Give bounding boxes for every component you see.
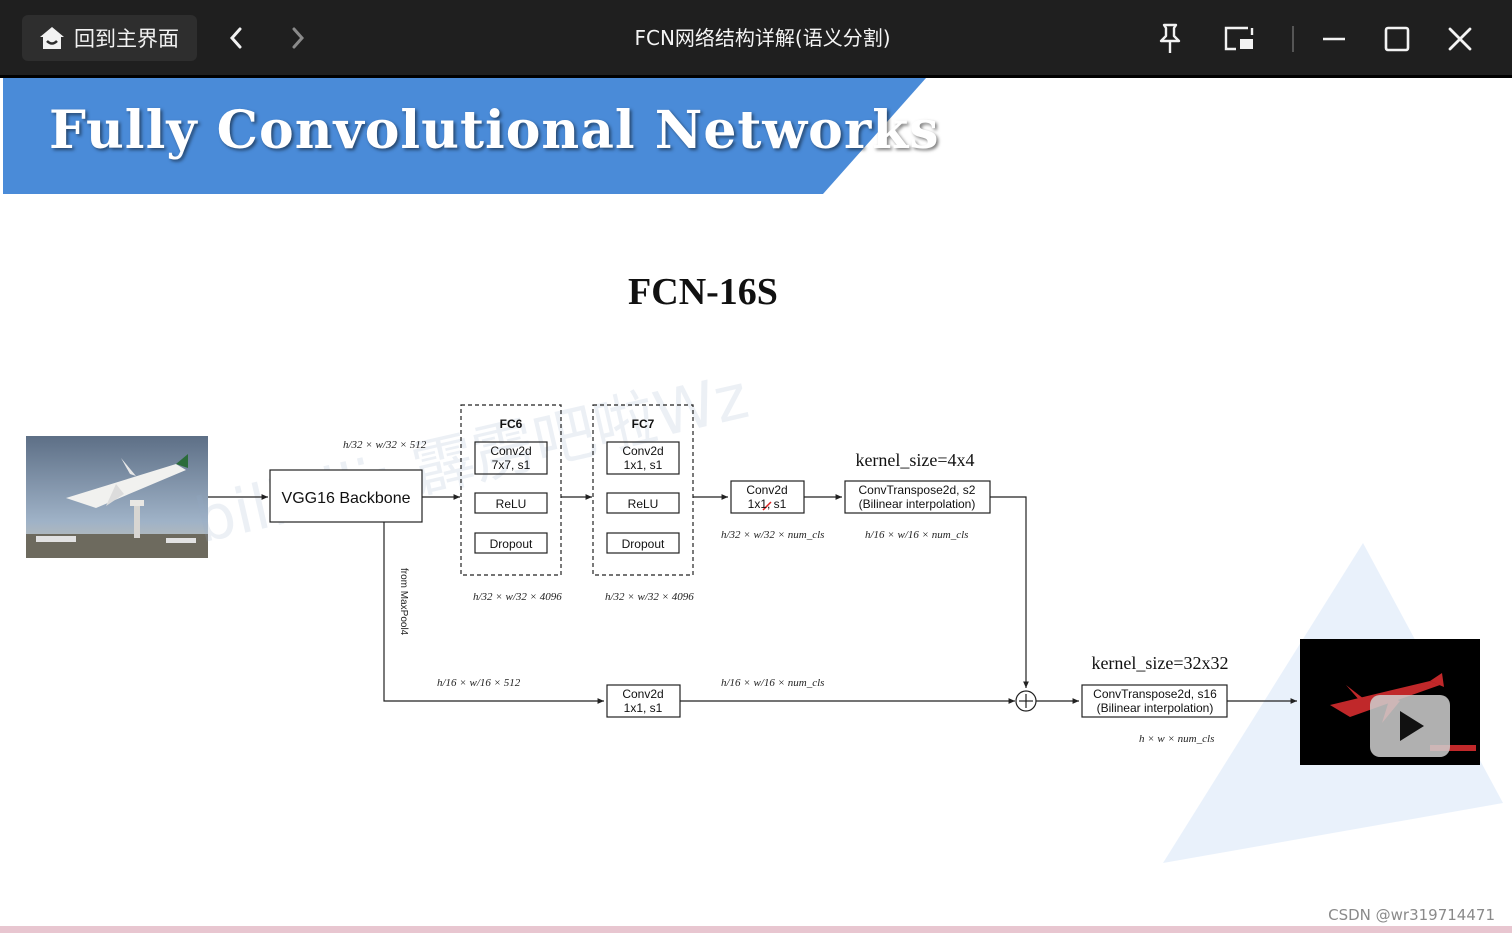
fcn16s-diagram: VGG16 Backbone FC6 Conv2d 7x7, s1 ReLU D… bbox=[208, 404, 1297, 745]
score-conv-out-dims: h/32 × w/32 × num_cls bbox=[721, 529, 824, 541]
backbone-out-dims: h/32 × w/32 × 512 bbox=[343, 439, 427, 451]
up2-kernel: kernel_size=4x4 bbox=[855, 450, 974, 470]
picture-in-picture-icon bbox=[1224, 26, 1254, 51]
window-title: FCN网络结构详解(语义分割) bbox=[634, 26, 891, 50]
maximize-button[interactable] bbox=[1376, 18, 1418, 60]
slide-title: FCN-16S bbox=[628, 271, 778, 313]
pool4-label: from MaxPool4 bbox=[398, 568, 409, 636]
fc6-dropout: Dropout bbox=[490, 537, 533, 551]
title-banner bbox=[3, 78, 926, 194]
fc7-conv-line1: Conv2d bbox=[622, 444, 663, 458]
pool4-dims: h/16 × w/16 × 512 bbox=[437, 677, 521, 689]
csdn-watermark: CSDN @wr319714471 bbox=[1328, 906, 1495, 924]
home-icon bbox=[40, 27, 64, 49]
up2-line2: (Bilinear interpolation) bbox=[859, 497, 976, 511]
forward-button[interactable] bbox=[278, 18, 318, 58]
fc7-dropout: Dropout bbox=[622, 537, 665, 551]
fc7-out-dims: h/32 × w/32 × 4096 bbox=[605, 591, 694, 603]
bottom-strip bbox=[0, 926, 1512, 933]
fc7-conv-line2: 1x1, s1 bbox=[624, 458, 663, 472]
fc7-relu: ReLU bbox=[628, 497, 659, 511]
fc6-conv-line1: Conv2d bbox=[490, 444, 531, 458]
output-segmentation-image[interactable] bbox=[1300, 639, 1480, 765]
banner-title: Fully Convolutional Networks bbox=[49, 100, 940, 161]
backbone-label: VGG16 Backbone bbox=[282, 490, 411, 507]
score-conv-line2: 1x1, s1 bbox=[748, 497, 787, 511]
pip-button[interactable] bbox=[1218, 18, 1260, 60]
pool4-conv-line2: 1x1, s1 bbox=[624, 701, 663, 715]
maximize-icon bbox=[1384, 26, 1410, 52]
pin-icon bbox=[1159, 23, 1181, 53]
minimize-button[interactable] bbox=[1313, 18, 1355, 60]
window-titlebar: 回到主界面 FCN网络结构详解(语义分割) bbox=[0, 0, 1512, 78]
titlebar-separator bbox=[1292, 26, 1294, 52]
fc6-title: FC6 bbox=[500, 417, 523, 431]
up16-line2: (Bilinear interpolation) bbox=[1097, 701, 1214, 715]
input-airplane-image bbox=[26, 436, 208, 558]
play-icon bbox=[1400, 711, 1424, 741]
home-button-label: 回到主界面 bbox=[74, 27, 179, 51]
close-button[interactable] bbox=[1439, 18, 1481, 60]
chevron-right-icon bbox=[292, 27, 305, 49]
back-button[interactable] bbox=[216, 18, 256, 58]
pool4-conv-line1: Conv2d bbox=[622, 687, 663, 701]
fc6-conv-line2: 7x7, s1 bbox=[492, 458, 531, 472]
fc6-out-dims: h/32 × w/32 × 4096 bbox=[473, 591, 562, 603]
score-conv-line1: Conv2d bbox=[746, 483, 787, 497]
up16-line1: ConvTranspose2d, s16 bbox=[1093, 687, 1217, 701]
minimize-icon bbox=[1323, 37, 1345, 41]
fc6-relu: ReLU bbox=[496, 497, 527, 511]
home-button[interactable]: 回到主界面 bbox=[22, 15, 197, 61]
video-content[interactable]: Fully Convolutional Networks FCN-16S bbox=[3, 78, 1509, 926]
chevron-left-icon bbox=[229, 27, 242, 49]
pool4-conv-out-dims: h/16 × w/16 × num_cls bbox=[721, 677, 824, 689]
up2-line1: ConvTranspose2d, s2 bbox=[859, 483, 976, 497]
up2-out-dims: h/16 × w/16 × num_cls bbox=[865, 529, 968, 541]
up16-kernel: kernel_size=32x32 bbox=[1091, 653, 1228, 673]
close-icon bbox=[1448, 27, 1472, 51]
fc7-title: FC7 bbox=[632, 417, 655, 431]
up16-out-dims: h × w × num_cls bbox=[1139, 733, 1214, 745]
pin-button[interactable] bbox=[1149, 18, 1191, 60]
